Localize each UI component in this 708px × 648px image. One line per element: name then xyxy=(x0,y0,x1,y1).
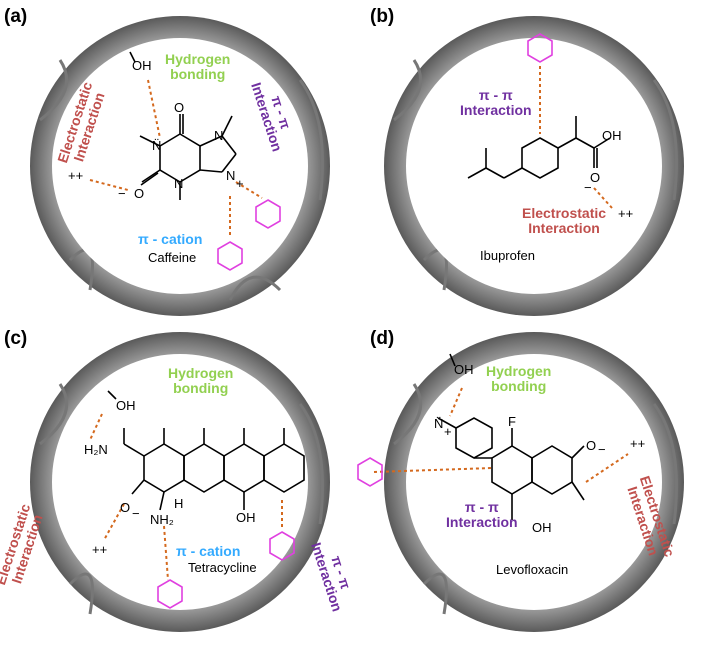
panel-a: (a) OH Hydrogen bonding Electrostatic In… xyxy=(0,0,354,324)
pipi-label: π - π Interaction xyxy=(460,87,532,118)
sem-texture xyxy=(39,383,324,615)
pication-label: π - cation xyxy=(176,543,241,559)
minus-charge: − xyxy=(598,442,606,457)
plus-charges: ++ xyxy=(618,206,634,221)
ibuprofen-structure xyxy=(467,116,611,179)
panel-c: (c) OH Hydrogen bonding H₂N O − NH₂ H OH… xyxy=(0,324,354,648)
hydrogen-1: H xyxy=(174,496,184,511)
pication-label: π - cation xyxy=(138,231,203,247)
nitrogen-methyl: N̈ xyxy=(434,416,444,431)
plus-charges: ++ xyxy=(92,542,108,557)
hydroxyl: OH xyxy=(236,510,256,525)
benzene-rings xyxy=(357,457,383,487)
fluorine: F xyxy=(508,414,516,429)
oh-label: OH xyxy=(116,398,136,413)
panel-label: (a) xyxy=(4,6,28,27)
plus-charges: ++ xyxy=(68,168,84,183)
panel-a-graphic xyxy=(30,16,330,316)
sem-texture xyxy=(393,383,678,615)
minus-charge: − xyxy=(584,180,592,195)
panel-d: (d) OH Hydrogen bonding N̈ + F O − ++ OH… xyxy=(354,324,708,648)
electrostatic-label: Electrostatic Interaction xyxy=(522,205,607,236)
nitrogen-1: N̈ xyxy=(152,138,162,153)
nitrogen-9: N xyxy=(226,168,236,183)
molecule-name: Caffeine xyxy=(148,250,197,265)
caffeine-structure xyxy=(139,114,237,200)
pipi-label: π - π Interaction xyxy=(446,499,518,530)
molecule-name: Levofloxacin xyxy=(496,562,569,577)
inner-circle xyxy=(406,38,662,294)
molecule-name: Ibuprofen xyxy=(480,248,535,263)
plus-charge: + xyxy=(236,176,244,191)
benzene-rings xyxy=(217,199,281,271)
amine-n: NH₂ xyxy=(150,512,174,527)
panel-c-graphic xyxy=(30,332,330,632)
carboxyl: OH xyxy=(532,520,552,535)
benzene-rings xyxy=(527,33,553,63)
panel-label: (d) xyxy=(370,328,395,349)
hbond-label: Hydrogen bonding xyxy=(168,365,234,396)
panel-d-graphic xyxy=(357,332,684,632)
panel-b-graphic xyxy=(384,16,684,316)
inner-circle xyxy=(52,38,308,294)
panel-label: (b) xyxy=(370,6,395,27)
levofloxacin-structure xyxy=(437,417,585,520)
plus-charge: + xyxy=(444,424,452,439)
panel-label: (c) xyxy=(4,328,28,349)
molecule-name: Tetracycline xyxy=(188,560,257,575)
inner-circle xyxy=(406,354,662,610)
minus-charge: − xyxy=(132,506,140,521)
interaction-arrows xyxy=(89,413,283,581)
carbonyl-o: O xyxy=(120,500,131,515)
oh-label: OH xyxy=(454,362,474,377)
oh-bond xyxy=(107,390,117,400)
amide-n: H₂N xyxy=(84,442,108,457)
carbonyl-o2: O xyxy=(134,186,145,201)
benzene-rings xyxy=(157,531,295,609)
oh-label: OH xyxy=(602,128,622,143)
nitrogen-3: N xyxy=(174,176,184,191)
panel-b: (b) π - π Interaction OH O − ++ Electros… xyxy=(354,0,708,324)
carbonyl-o: O xyxy=(586,438,597,453)
carbonyl-o: O xyxy=(590,170,601,185)
hbond-label: Hydrogen bonding xyxy=(165,51,231,82)
tetracycline-structure xyxy=(123,428,305,511)
interaction-arrows xyxy=(373,387,629,483)
oh-label: OH xyxy=(132,58,152,73)
carbonyl-o: O xyxy=(174,100,185,115)
minus-charge: − xyxy=(118,186,126,201)
oh-bond xyxy=(129,51,136,63)
interaction-arrows xyxy=(539,66,613,209)
plus-charges: ++ xyxy=(630,436,646,451)
interaction-arrows xyxy=(89,79,263,238)
oh-bond xyxy=(449,353,456,367)
nitrogen-7: N xyxy=(214,128,224,143)
hbond-label: Hydrogen bonding xyxy=(486,363,552,394)
